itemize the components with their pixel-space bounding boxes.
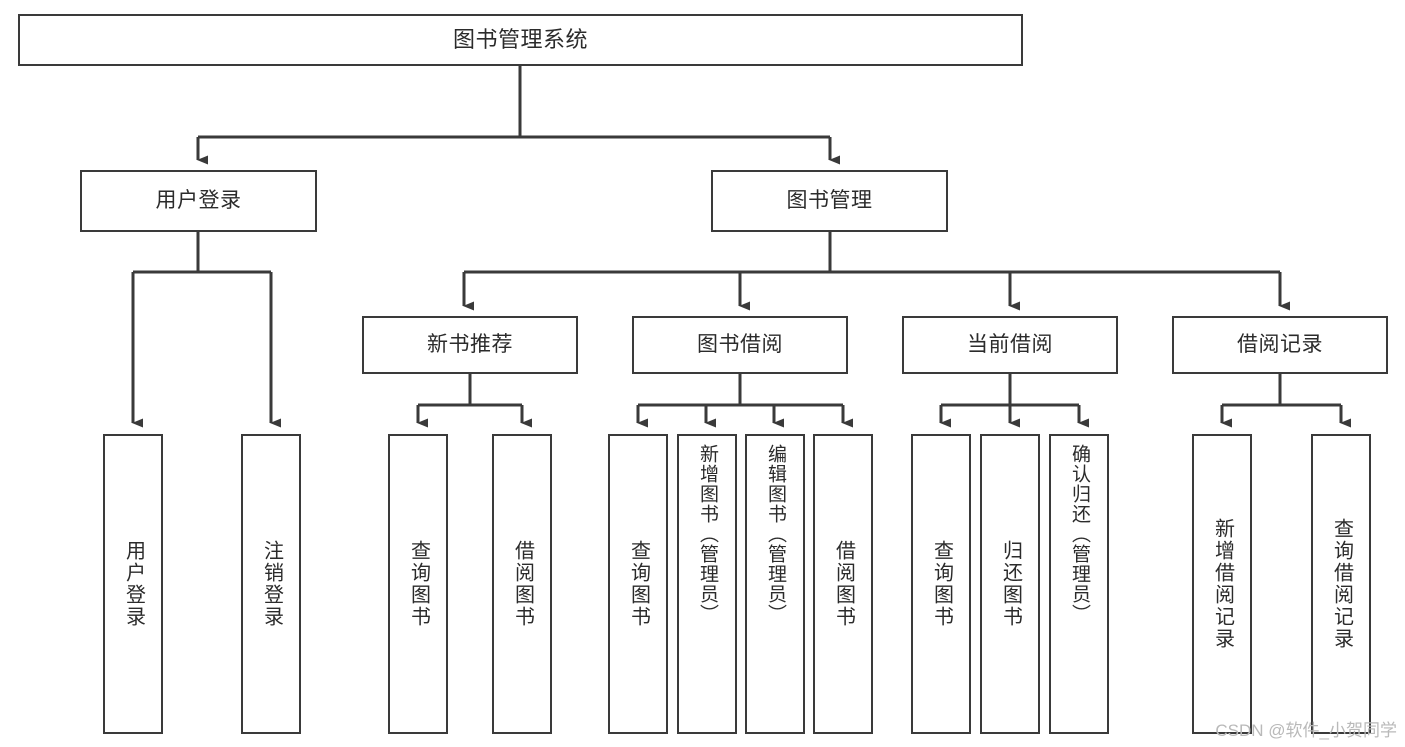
node-root[interactable]: 图书管理系统 xyxy=(18,14,1023,66)
node-new-book-rec[interactable]: 新书推荐 xyxy=(362,316,578,374)
node-leaf-edit-book-label: 编辑图书（管理员） xyxy=(764,444,786,624)
node-book-manage-label: 图书管理 xyxy=(786,189,873,213)
node-book-borrow-label: 图书借阅 xyxy=(697,333,783,357)
node-leaf-return-book-label: 归还图书 xyxy=(999,540,1022,628)
node-leaf-user-login[interactable]: 用户登录 xyxy=(103,434,163,734)
node-leaf-return-book[interactable]: 归还图书 xyxy=(980,434,1040,734)
node-leaf-add-record[interactable]: 新增借阅记录 xyxy=(1192,434,1252,734)
node-leaf-query-record-label: 查询借阅记录 xyxy=(1330,518,1353,650)
node-leaf-confirm-return[interactable]: 确认归还（管理员） xyxy=(1049,434,1109,734)
node-leaf-borrow-book-1[interactable]: 借阅图书 xyxy=(492,434,552,734)
node-leaf-confirm-return-label: 确认归还（管理员） xyxy=(1068,444,1090,624)
node-current-borrow-label: 当前借阅 xyxy=(967,333,1053,357)
node-leaf-query-book-3-label: 查询图书 xyxy=(930,540,953,628)
node-leaf-add-record-label: 新增借阅记录 xyxy=(1211,518,1234,650)
node-book-borrow[interactable]: 图书借阅 xyxy=(632,316,848,374)
node-leaf-query-book-2-label: 查询图书 xyxy=(627,540,650,628)
node-leaf-logout-login-label: 注销登录 xyxy=(260,540,283,628)
node-leaf-borrow-book-1-label: 借阅图书 xyxy=(511,540,534,628)
watermark-text: CSDN @软件_小贺同学 xyxy=(1215,721,1397,740)
node-leaf-user-login-label: 用户登录 xyxy=(122,540,145,628)
node-leaf-borrow-book-2[interactable]: 借阅图书 xyxy=(813,434,873,734)
node-leaf-add-book[interactable]: 新增图书（管理员） xyxy=(677,434,737,734)
node-new-book-rec-label: 新书推荐 xyxy=(427,333,513,357)
node-book-manage[interactable]: 图书管理 xyxy=(711,170,948,232)
node-leaf-query-book-1[interactable]: 查询图书 xyxy=(388,434,448,734)
node-leaf-query-book-2[interactable]: 查询图书 xyxy=(608,434,668,734)
node-leaf-add-book-label: 新增图书（管理员） xyxy=(696,444,718,624)
node-leaf-logout-login[interactable]: 注销登录 xyxy=(241,434,301,734)
node-borrow-record-label: 借阅记录 xyxy=(1237,333,1323,357)
node-user-login[interactable]: 用户登录 xyxy=(80,170,317,232)
node-leaf-borrow-book-2-label: 借阅图书 xyxy=(832,540,855,628)
node-leaf-query-record[interactable]: 查询借阅记录 xyxy=(1311,434,1371,734)
node-root-label: 图书管理系统 xyxy=(452,26,588,52)
node-leaf-query-book-3[interactable]: 查询图书 xyxy=(911,434,971,734)
node-borrow-record[interactable]: 借阅记录 xyxy=(1172,316,1388,374)
node-current-borrow[interactable]: 当前借阅 xyxy=(902,316,1118,374)
node-leaf-query-book-1-label: 查询图书 xyxy=(407,540,430,628)
node-user-login-label: 用户登录 xyxy=(155,189,242,213)
node-leaf-edit-book[interactable]: 编辑图书（管理员） xyxy=(745,434,805,734)
